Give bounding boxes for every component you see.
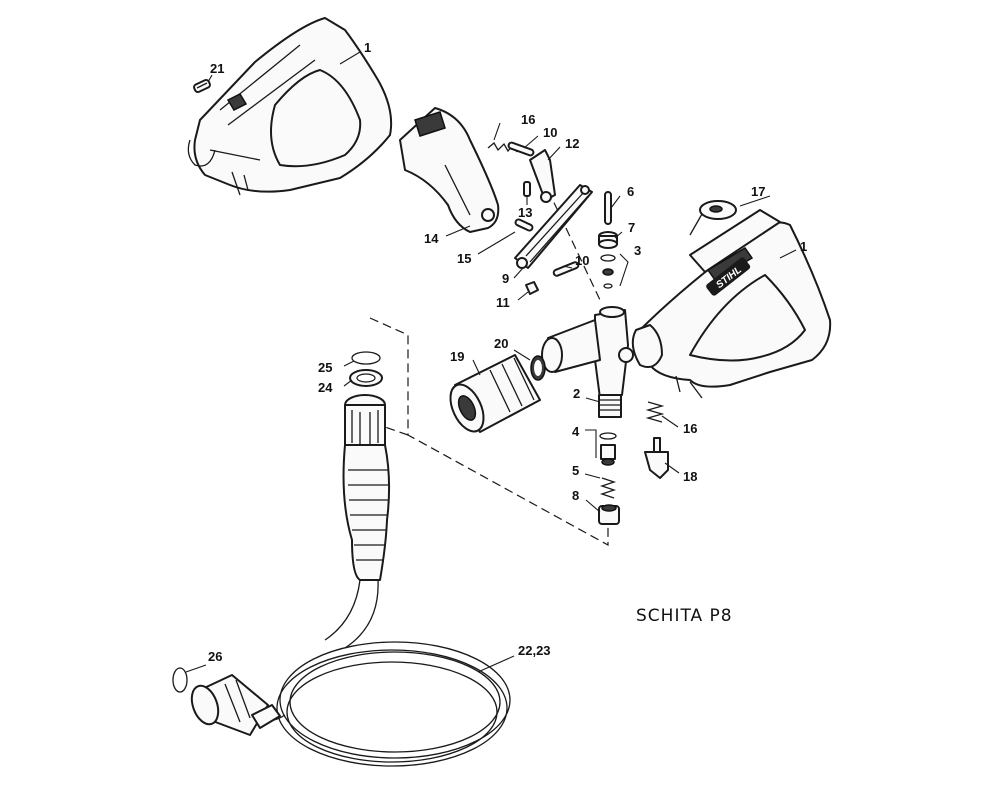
part-21-screw [193, 78, 211, 94]
part-9-slide-bar [514, 184, 593, 269]
part-3-o-rings [600, 254, 616, 289]
callout-15: 15 [457, 251, 471, 266]
part-17-cap [689, 200, 737, 236]
callout-25: 25 [318, 360, 332, 375]
assembly-guide-line [364, 189, 609, 547]
callout-17: 17 [751, 184, 765, 199]
callout-1: 1 [364, 40, 371, 55]
callout-6: 6 [627, 184, 634, 199]
callout-13: 13 [518, 205, 532, 220]
part-16-spring-right [645, 401, 665, 423]
callout-26: 26 [208, 649, 222, 664]
part-22-hose-fitting [342, 394, 391, 581]
part-15-pin [514, 218, 534, 232]
part-11-nut [525, 281, 539, 295]
callout-19: 19 [450, 349, 464, 364]
part-4-seal [599, 432, 617, 466]
callout-1: 1 [800, 239, 807, 254]
callout-21: 21 [210, 61, 224, 76]
part-5-spring [599, 477, 617, 499]
callout-8: 8 [572, 488, 579, 503]
callout-18: 18 [683, 469, 697, 484]
part-24-washer [349, 369, 383, 387]
callout-10: 10 [543, 125, 557, 140]
leader-lines [185, 51, 797, 673]
callout-5: 5 [572, 463, 579, 478]
callout-10: 10 [575, 253, 589, 268]
part-8-plug [598, 504, 620, 525]
part-12-link [529, 149, 556, 203]
part-14-trigger-lever [399, 107, 500, 233]
part-20-o-ring [530, 355, 546, 381]
part-18-latch [644, 437, 669, 479]
part-19-coupling-nut [449, 354, 541, 433]
callout-9: 9 [502, 271, 509, 286]
callout-16: 16 [683, 421, 697, 436]
part-6-pin [604, 191, 612, 225]
part-7-plug [598, 231, 618, 249]
part-1-handle-shell-left [187, 17, 393, 196]
part-2-valve-body [541, 306, 634, 418]
callout-numbers: 21 1 16 10 12 13 14 15 6 17 1 7 3 9 10 1… [208, 40, 807, 664]
callout-12: 12 [565, 136, 579, 151]
callout-7: 7 [628, 220, 635, 235]
part-25-o-ring [351, 351, 381, 365]
callout-4: 4 [572, 424, 580, 439]
diagram-caption: SCHITA P8 [636, 606, 733, 626]
callout-24: 24 [318, 380, 333, 395]
callout-2: 2 [573, 386, 580, 401]
callout-3: 3 [634, 243, 641, 258]
part-22-23-hose-coil [254, 579, 511, 767]
part-26-end-fitting [172, 667, 281, 736]
callout-14: 14 [424, 231, 439, 246]
callout-11: 11 [496, 295, 510, 310]
callout-22-23: 22,23 [518, 643, 551, 658]
part-10-pin-top [507, 141, 535, 157]
part-1-handle-right [631, 209, 832, 399]
callout-16: 16 [521, 112, 535, 127]
callout-20: 20 [494, 336, 508, 351]
part-13-pin [523, 181, 531, 197]
